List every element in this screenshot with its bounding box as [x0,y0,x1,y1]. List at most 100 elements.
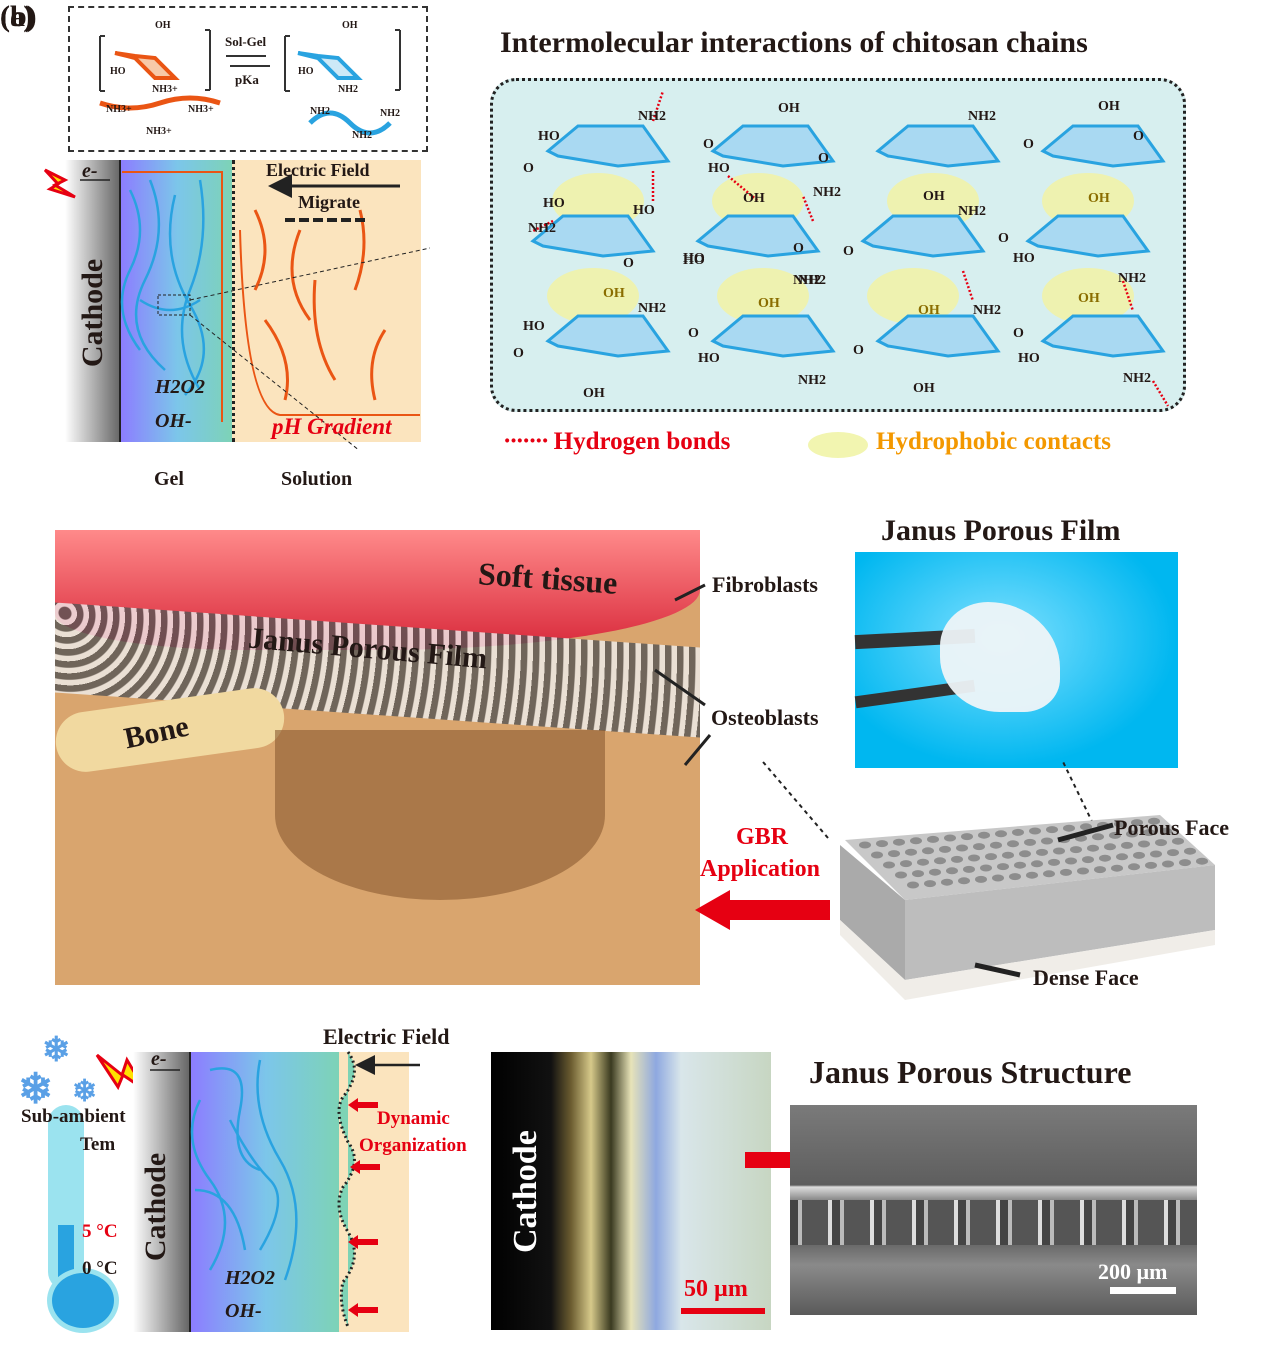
cathode-label: Cathode [76,258,109,368]
hydrogen-bond [801,195,815,222]
film-pore [1162,860,1174,868]
snowflake-icon: ❄ [42,1032,71,1069]
film-pore [1133,851,1145,859]
electric-field-label: Electric Field [266,160,370,180]
h2o2-label-c: H2O2 [225,1267,275,1289]
solution-region-c [339,1052,409,1332]
solution-region [232,160,421,442]
group-label: OH [342,20,358,31]
film-pore [907,881,919,889]
film-pore [1082,856,1094,864]
film-pore [939,845,951,853]
film-pore [1048,858,1060,866]
gel-region-c [189,1052,341,1332]
sub-ambient-label: Sub-ambient [21,1106,126,1127]
functional-group-label: HO [538,129,560,144]
film-pore [883,861,895,869]
functional-group-label: NH2 [958,204,986,219]
electron-label: e- [82,160,98,182]
micro-scale-label: 50 µm [684,1276,748,1302]
functional-group-label: O [1013,326,1024,341]
gbr-arrow-icon [695,890,830,930]
functional-group-label: O [818,151,829,166]
functional-group-label: HO [1018,351,1040,366]
snowflake-icon: ❄ [72,1075,98,1108]
film-pore [1026,871,1038,879]
film-pore [1029,827,1041,835]
functional-group-label: OH [913,381,935,396]
film-pore [1053,847,1065,855]
functional-group-label: O [623,256,634,271]
snowflake-icon: ❄ [18,1067,54,1113]
film-pore [958,877,970,885]
group-label: HO [298,66,314,77]
functional-group-label: OH [743,191,765,206]
functional-group-label: OH [1098,99,1120,114]
porous-face-label: Porous Face [1114,815,1230,840]
film-pore [990,841,1002,849]
glucosamine-ring [860,214,986,258]
legend-hydrophobic-swatch [808,432,868,458]
hydrophobic-contact [717,268,809,324]
cathode-electrode [65,160,120,442]
film-pore [1116,853,1128,861]
film-pore [876,840,888,848]
film-pore [922,847,934,855]
sem-title: Janus Porous Structure [809,1054,1132,1090]
glucosamine-ring [1040,124,1166,168]
thermometer-bulb [47,1268,119,1333]
film-pore [910,837,922,845]
functional-group-label: O [513,346,524,361]
micro-scale-bar [681,1308,765,1314]
film-pore [1104,843,1116,851]
group-label: NH2 [338,84,358,95]
film-pore [951,855,963,863]
fibroblasts-label: Fibroblasts [712,572,818,597]
functional-group-label: HO [708,161,730,176]
functional-group-label: HO [543,196,565,211]
electron-label-c: e- [151,1048,167,1070]
film-pore [1024,838,1036,846]
functional-group-label: O [853,343,864,358]
hydrophobic-contact [1042,268,1134,324]
panel-a-overlay [43,168,430,450]
functional-group-label: OH [778,101,800,116]
functional-group-label: NH2 [813,185,841,200]
film-pore [956,844,968,852]
film-pore [917,858,929,866]
oh-label: OH- [155,410,192,432]
functional-group-label: NH2 [638,109,666,124]
film-pore [1138,840,1150,848]
film-pore [1167,849,1179,857]
glucosamine-ring [545,124,671,168]
functional-group-label: O [998,231,1009,246]
functional-group-label: NH2 [1123,371,1151,386]
film-pore [944,834,956,842]
film-pore [1145,861,1157,869]
film-3d-render [760,760,1215,1020]
sem-scale-bar [1110,1287,1176,1294]
functional-group-label: NH2 [528,221,556,236]
film-pore [888,850,900,858]
osteoblasts-label: Osteoblasts [711,705,819,730]
film-pore [1114,820,1126,828]
chitosan-rings [530,90,1170,407]
hydrophobic-contact [547,268,639,324]
functional-group-label: NH2 [968,109,996,124]
film-pore [934,857,946,865]
film-pore [1092,833,1104,841]
functional-group-label: NH2 [793,273,821,288]
glucosamine-ring [530,214,656,258]
film-pore [1070,846,1082,854]
functional-group-label: NH2 [638,301,666,316]
film-pore [859,841,871,849]
panel-label-c: (c) [0,0,34,33]
film-pore [1094,866,1106,874]
functional-group-label: OH [918,303,940,318]
h2o2-label: H2O2 [155,376,205,398]
glucosamine-ring [875,314,1001,358]
sem-scale-label: 200 µm [1098,1259,1168,1284]
film-pore [1063,824,1075,832]
